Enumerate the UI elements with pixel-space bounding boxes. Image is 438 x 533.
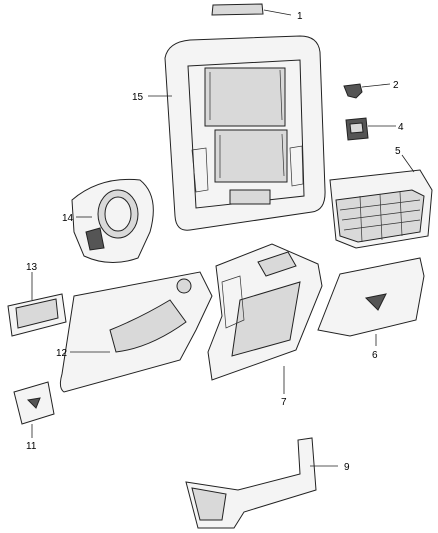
callout-9: 9 <box>344 462 350 473</box>
callout-13: 13 <box>26 262 38 273</box>
callout-6: 6 <box>372 350 378 361</box>
part-1-label-plate <box>211 3 292 16</box>
part-9-lower-trim <box>185 437 338 529</box>
part-11-latch <box>13 381 55 438</box>
callout-11: 11 <box>26 441 37 452</box>
part-6-door-panel <box>317 257 425 346</box>
part-4-switch <box>345 117 396 141</box>
callout-14: 14 <box>62 213 74 224</box>
callout-4: 4 <box>398 122 404 133</box>
callout-12: 12 <box>56 348 68 359</box>
callout-15: 15 <box>132 92 144 103</box>
part-5-bin <box>329 154 433 249</box>
part-13-small-bezel <box>7 272 67 337</box>
callout-2: 2 <box>393 80 399 91</box>
callout-5: 5 <box>395 146 401 157</box>
part-2-clip <box>343 83 391 99</box>
part-7-glove-frame <box>207 243 323 394</box>
part-15-bezel-frame <box>148 35 326 231</box>
callout-7: 7 <box>281 397 287 408</box>
callout-1: 1 <box>297 11 303 22</box>
part-12-lower-cover <box>59 271 213 393</box>
part-14-column-shroud <box>71 178 154 263</box>
